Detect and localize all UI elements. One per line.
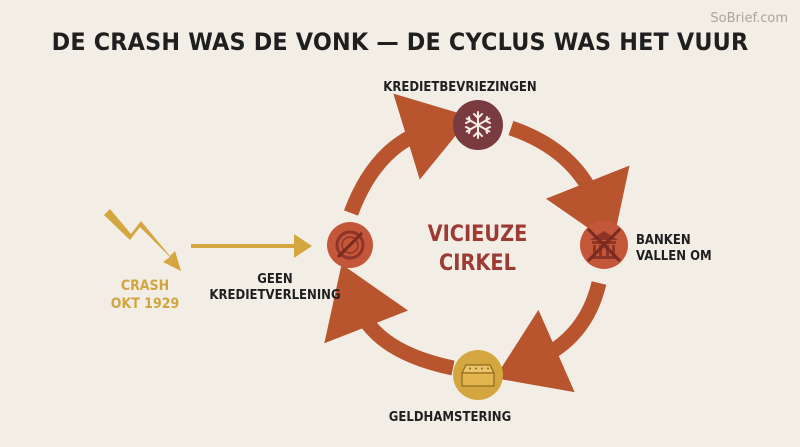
crash-label: CRASH OKT 1929 [110,278,180,312]
node-money-hoarding [453,350,503,400]
center-label: VICIEUZE CIRKEL [405,220,550,278]
arrow-top-to-right [508,120,630,245]
node-label-banks-fall: BANKEN VALLEN OM [636,233,712,264]
node-credit-freeze [453,100,503,150]
watermark: SoBrief.com [710,11,788,26]
node-label-no-credit: GEEN KREDIETVERLENING [209,272,341,303]
lightning-bolt-icon [104,209,181,271]
node-label-credit-freeze: KREDIETBEVRIEZINGEN [383,80,537,95]
center-label-line1: VICIEUZE [427,222,528,247]
arrow-bottom-to-left [324,264,455,376]
crossed-coin-icon [335,230,365,260]
node-no-credit [327,222,373,268]
arrow-right-to-bottom [494,281,607,393]
crossed-bank-icon [586,227,622,263]
center-label-line2: CIRKEL [439,251,516,276]
arrow-left-to-top [343,93,472,216]
snowflake-icon [465,111,491,139]
page-title: DE CRASH WAS DE VONK — DE CYCLUS WAS HET… [51,28,749,56]
node-banks-fall [580,221,628,269]
node-label-money-hoarding: GELDHAMSTERING [388,410,512,425]
money-box-icon [461,364,495,387]
